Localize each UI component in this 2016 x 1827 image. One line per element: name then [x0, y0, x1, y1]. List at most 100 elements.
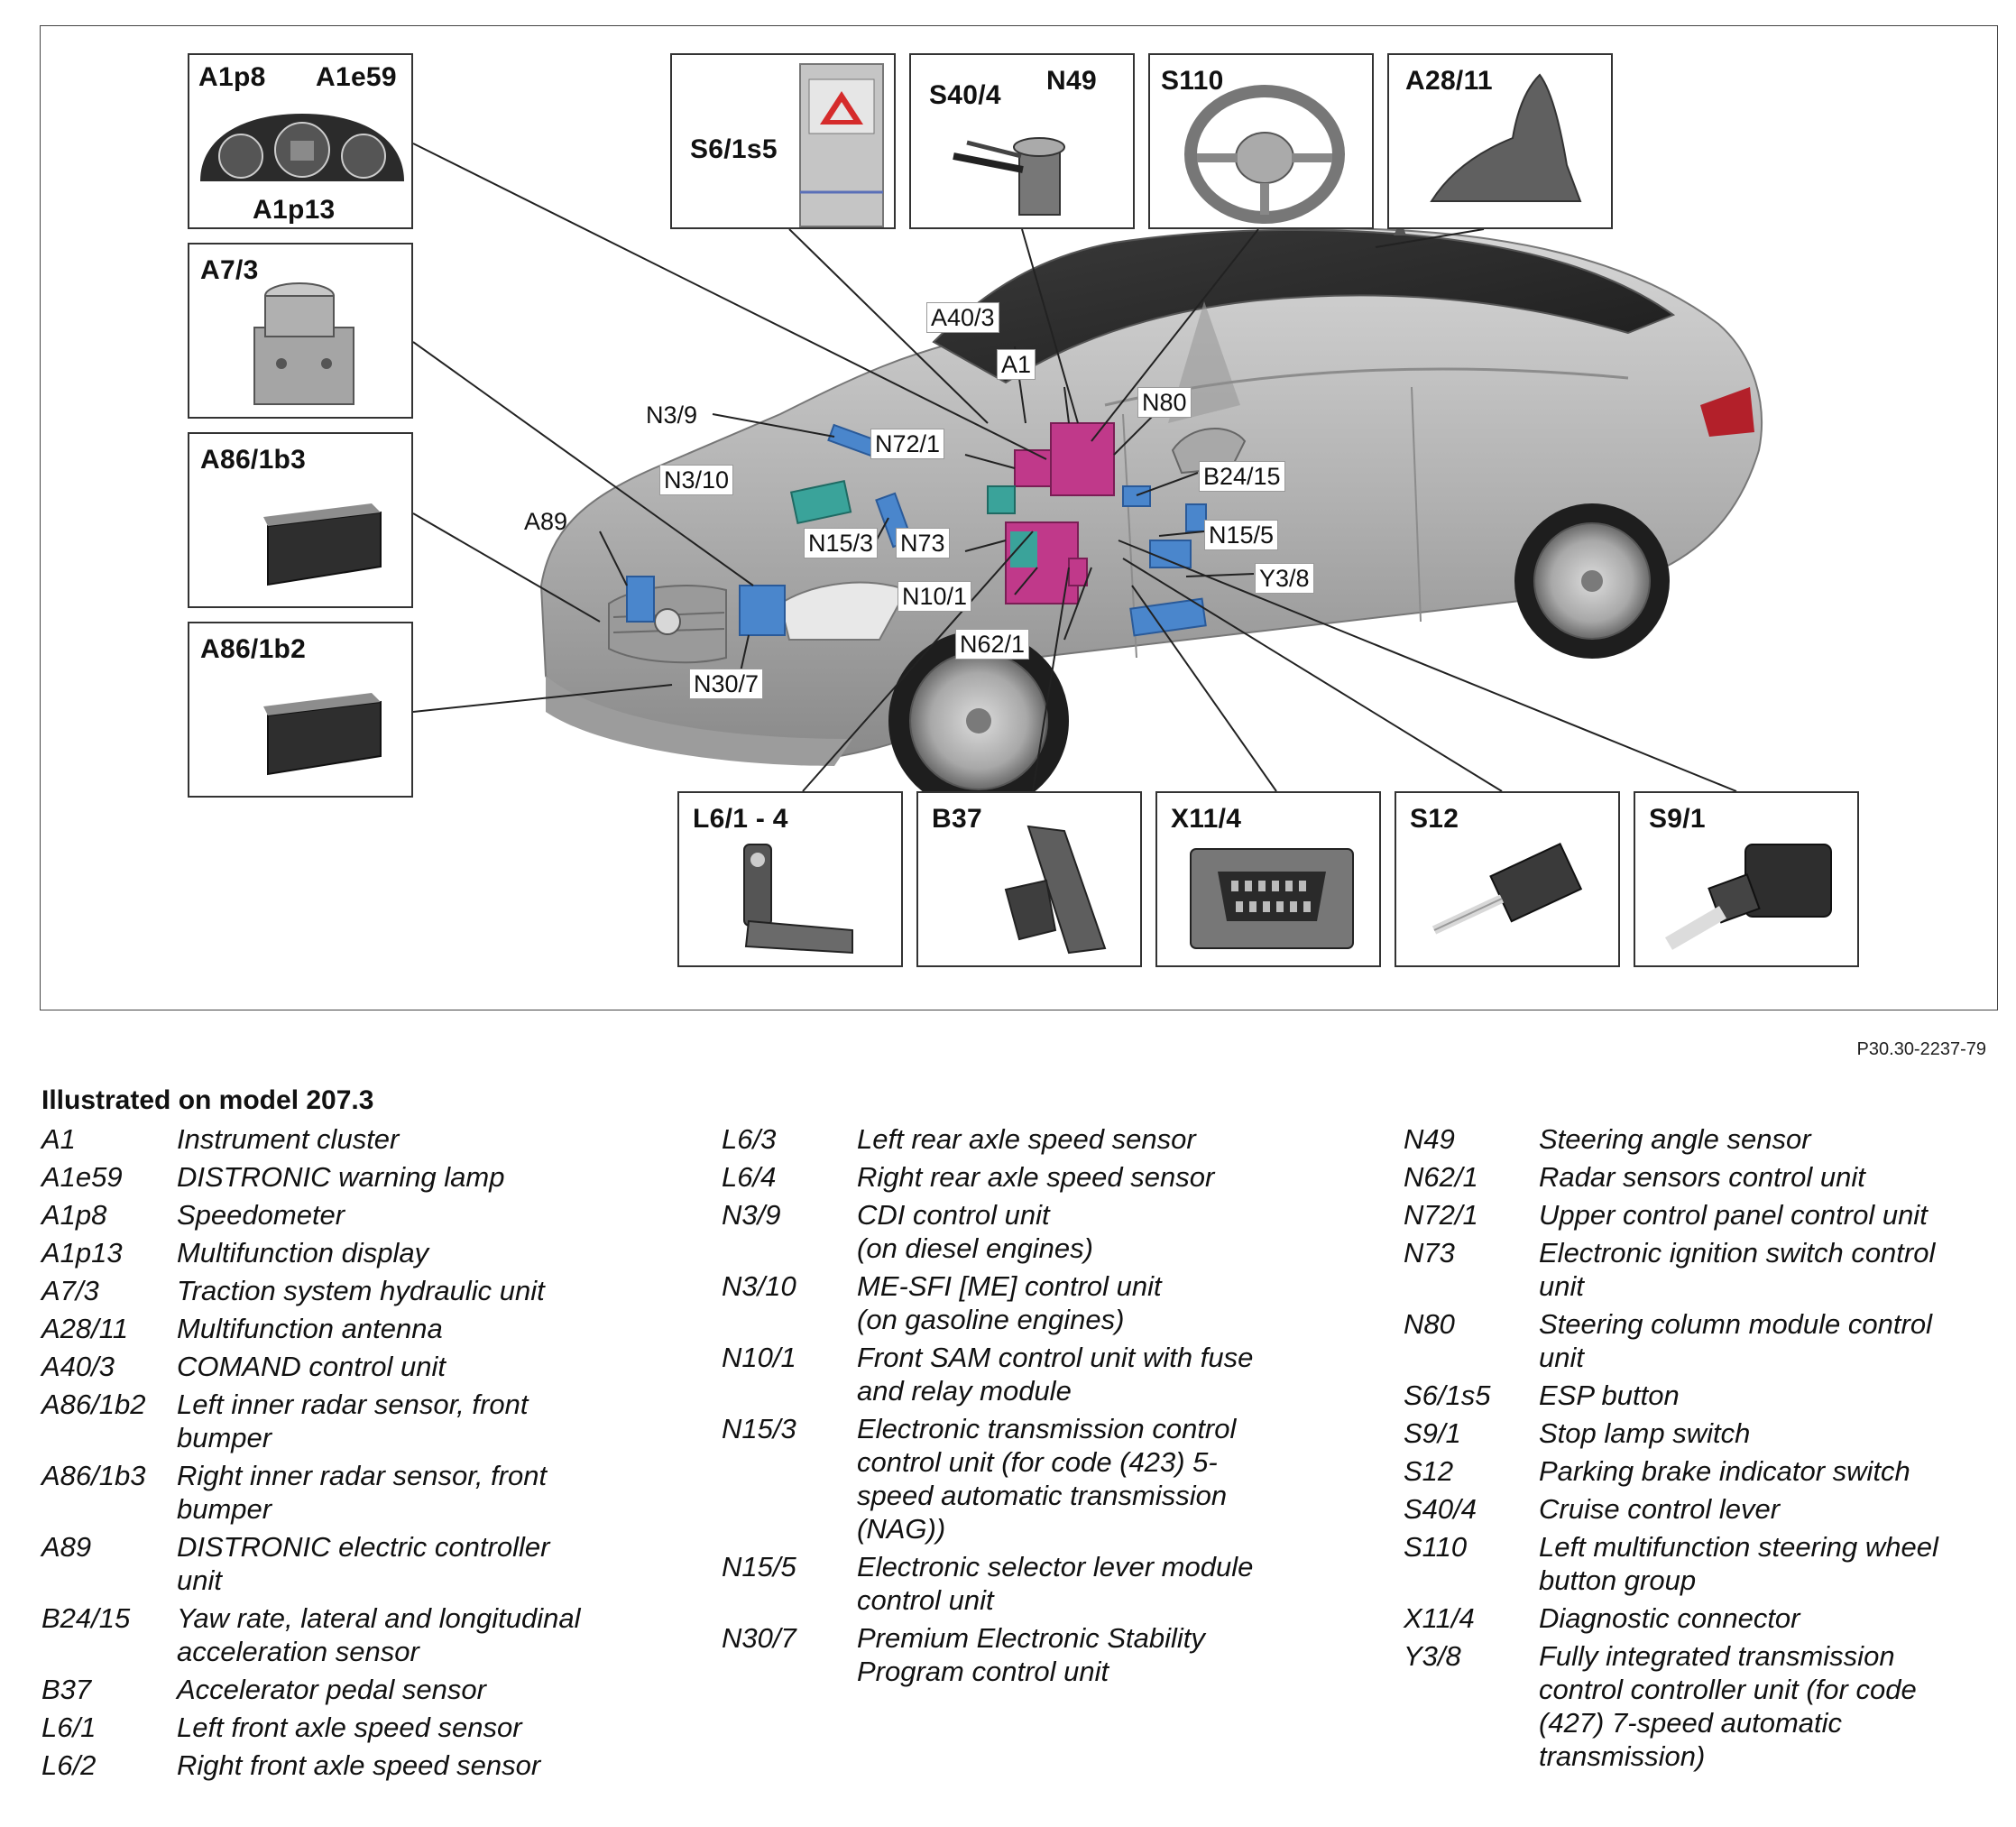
vehicle-illustration	[412, 143, 1763, 811]
callout-a1: A1	[997, 349, 1036, 380]
callout-n49: N49	[1046, 66, 1097, 96]
instrument-cluster-box: A1p8 A1e59 A1p13	[188, 53, 413, 229]
callout-n3-10: N3/10	[659, 465, 734, 495]
legend-code: A7/3	[41, 1275, 99, 1306]
legend-code: N15/5	[722, 1551, 796, 1582]
legend-code: L6/4	[722, 1161, 777, 1193]
right-radar-sensor-box: A86/1b3	[188, 432, 413, 608]
legend-description: Left rear axle speed sensor	[857, 1123, 1196, 1155]
legend-row: N62/1 Radar sensors control unit	[1404, 1160, 1999, 1194]
callout-x11-4: X11/4	[1171, 804, 1242, 834]
callout-b37: B37	[932, 804, 982, 834]
legend-description: Front SAM control unit with fuse and rel…	[857, 1342, 1254, 1407]
callout-a1e59: A1e59	[316, 62, 397, 92]
callout-a40-3: A40/3	[926, 302, 999, 333]
radar-sensor-icon	[263, 503, 382, 586]
legend-row: A1p13 Multifunction display	[41, 1236, 691, 1269]
hydraulic-unit-icon	[253, 282, 354, 405]
legend-code: A86/1b2	[41, 1389, 146, 1420]
legend-row: L6/3 Left rear axle speed sensor	[722, 1122, 1371, 1156]
esp-button-box: S6/1s5	[670, 53, 896, 229]
diagnostic-connector-icon	[1190, 848, 1354, 949]
control-modules	[626, 422, 1207, 637]
legend-description: DISTRONIC warning lamp	[177, 1161, 505, 1193]
leader-lines	[412, 143, 1737, 792]
legend-code: N72/1	[1404, 1199, 1478, 1231]
legend-row: A1e59 DISTRONIC warning lamp	[41, 1160, 691, 1194]
callout-a1p8: A1p8	[198, 62, 266, 92]
legend-description: ME-SFI [ME] control unit (on gasoline en…	[857, 1270, 1162, 1335]
legend-description: Fully integrated transmission control co…	[1539, 1640, 1917, 1772]
steering-wheel-icon	[1184, 85, 1345, 224]
callout-n72-1: N72/1	[870, 429, 945, 459]
hydraulic-unit-box: A7/3	[188, 243, 413, 419]
legend-code: A1p8	[41, 1199, 107, 1231]
callout-n10-1: N10/1	[898, 581, 972, 612]
legend-code: N73	[1404, 1237, 1455, 1269]
axle-speed-sensor-box: L6/1 - 4	[677, 791, 903, 967]
legend-code: N62/1	[1404, 1161, 1478, 1193]
legend-description: Steering angle sensor	[1539, 1123, 1811, 1155]
legend-description: Right rear axle speed sensor	[857, 1161, 1215, 1193]
axle-sensor-icon	[743, 844, 853, 955]
callout-n62-1: N62/1	[955, 629, 1030, 660]
legend-code: S6/1s5	[1404, 1379, 1491, 1411]
legend-code: N10/1	[722, 1342, 796, 1373]
legend-description: Speedometer	[177, 1199, 345, 1231]
esp-button-icon	[799, 63, 884, 227]
legend-code: L6/3	[722, 1123, 777, 1155]
legend-title: Illustrated on model 207.3	[41, 1085, 374, 1115]
legend-code: L6/1	[41, 1712, 97, 1743]
legend-description: Parking brake indicator switch	[1539, 1455, 1910, 1487]
legend-code: S110	[1404, 1531, 1468, 1563]
left-radar-sensor-box: A86/1b2	[188, 622, 413, 798]
callout-a89: A89	[524, 508, 568, 535]
stop-lamp-switch-box: S9/1	[1634, 791, 1859, 967]
legend-description: Right inner radar sensor, front bumper	[177, 1460, 548, 1525]
callout-n30-7: N30/7	[689, 669, 764, 699]
legend-code: S9/1	[1404, 1417, 1461, 1449]
stop-lamp-switch-icon	[1664, 844, 1832, 950]
legend-description: Traction system hydraulic unit	[177, 1275, 545, 1306]
car-body	[539, 220, 1763, 766]
legend-description: Radar sensors control unit	[1539, 1161, 1865, 1193]
radar-sensor-icon	[263, 693, 382, 776]
legend-code: B24/15	[41, 1602, 131, 1634]
instrument-cluster-icon	[200, 114, 404, 181]
legend-code: N15/3	[722, 1413, 796, 1444]
legend-description: Multifunction display	[177, 1237, 429, 1269]
accelerator-pedal-icon	[1004, 825, 1107, 955]
legend-code: A1e59	[41, 1161, 123, 1193]
legend-code: B37	[41, 1674, 92, 1705]
legend-description: Left multifunction steering wheel button…	[1539, 1531, 1938, 1596]
parking-brake-switch-box: S12	[1395, 791, 1620, 967]
front-wheel	[888, 631, 1069, 811]
callout-a28-11: A28/11	[1405, 66, 1493, 96]
legend-description: DISTRONIC electric controller unit	[177, 1531, 550, 1596]
legend-description: CDI control unit (on diesel engines)	[857, 1199, 1093, 1264]
legend-description: Steering column module control unit	[1539, 1308, 1932, 1373]
antenna-icon	[1430, 73, 1582, 202]
legend-row: A7/3 Traction system hydraulic unit	[41, 1274, 691, 1307]
callout-n15-3: N15/3	[804, 528, 879, 558]
legend-code: A1p13	[41, 1237, 123, 1269]
callout-n80: N80	[1137, 387, 1192, 418]
legend-description: Premium Electronic Stability Program con…	[857, 1622, 1205, 1687]
